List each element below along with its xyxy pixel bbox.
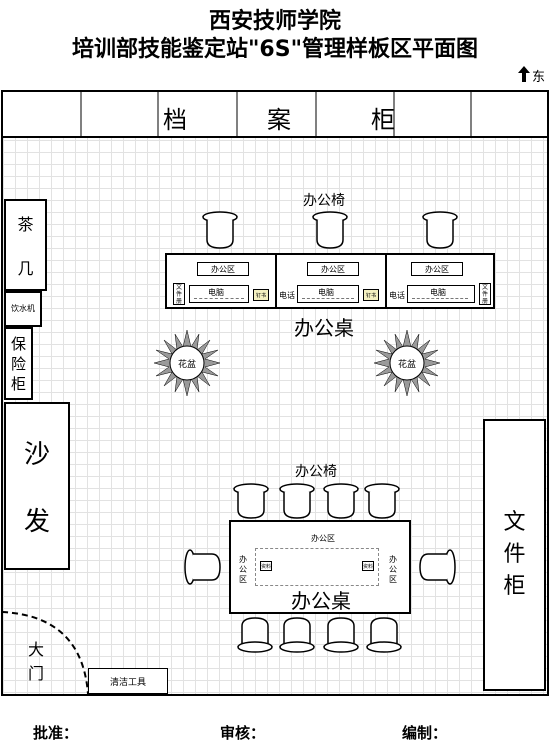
meeting-desk: 办公区 资料 资料 办公区 办公区 办公桌 bbox=[229, 520, 411, 614]
compass: 东 bbox=[516, 66, 550, 85]
flowerpot-right-label: 花盆 bbox=[397, 359, 416, 370]
desk-2-computer: 电脑 bbox=[297, 285, 359, 303]
archive-cabinet: 档 案 柜 bbox=[1, 90, 549, 138]
archive-char-3: 柜 bbox=[371, 106, 395, 134]
compass-east-label: 东 bbox=[532, 70, 546, 85]
meeting-chair-top-1 bbox=[233, 483, 269, 519]
meeting-chair-bottom-1 bbox=[237, 617, 273, 653]
meeting-chair-top-4 bbox=[364, 483, 400, 519]
cleaning-tools: 清洁工具 bbox=[88, 668, 168, 694]
meeting-zone-left: 办公区 bbox=[239, 555, 247, 584]
water-dispenser: 饮水机 bbox=[4, 291, 42, 327]
desk-2-zone: 办公区 bbox=[307, 262, 359, 276]
safe-char-3: 柜 bbox=[10, 374, 26, 393]
desk-3-zone: 办公区 bbox=[411, 262, 463, 276]
meeting-chair-bottom-4 bbox=[366, 617, 402, 653]
main-door[interactable]: 大 门 bbox=[26, 638, 46, 686]
meeting-chair-right bbox=[419, 549, 456, 585]
desk-3-phone: 电话 bbox=[389, 291, 405, 300]
meeting-chair-left bbox=[184, 549, 221, 585]
desk-1-computer: 电脑 bbox=[189, 285, 249, 303]
file-cabinet-char-1: 文 bbox=[503, 510, 526, 535]
footer-approve: 批准： bbox=[33, 724, 79, 742]
title-line-2: 培训部技能鉴定站"6S"管理样板区平面图 bbox=[71, 37, 479, 62]
tea-table-char-1: 茶 bbox=[17, 215, 34, 234]
office-chair-3 bbox=[422, 211, 458, 249]
desk-2-computer-label: 电脑 bbox=[318, 288, 334, 297]
desk-1-computer-label: 电脑 bbox=[208, 288, 224, 297]
desk-1-stapler: 钉书 bbox=[253, 289, 269, 301]
file-cabinet-char-3: 柜 bbox=[503, 574, 526, 599]
footer-compile: 编制： bbox=[402, 724, 448, 742]
floor-plan bbox=[1, 90, 549, 696]
meeting-chair-top-2 bbox=[279, 483, 315, 519]
desk-3-files: 文件册 bbox=[479, 283, 491, 305]
flowerpot-left-label: 花盆 bbox=[177, 359, 196, 370]
arrow-up-icon bbox=[518, 66, 530, 82]
keyboard-icon bbox=[412, 298, 468, 301]
meeting-item-left: 资料 bbox=[260, 561, 272, 571]
meeting-chair-top-3 bbox=[323, 483, 359, 519]
title-line-1: 西安技师学院 bbox=[208, 9, 341, 34]
meeting-chair-bottom-3 bbox=[323, 617, 359, 653]
safe: 保 险 柜 bbox=[4, 327, 33, 400]
meeting-desk-inner: 资料 资料 bbox=[255, 548, 379, 586]
sofa-char-1: 沙 bbox=[23, 440, 50, 470]
meeting-zone-right: 办公区 bbox=[389, 555, 397, 584]
desk-3-computer: 电脑 bbox=[407, 285, 475, 303]
archive-cabinet-dividers bbox=[80, 90, 472, 138]
door-swing bbox=[2, 611, 89, 695]
top-desk-label: 办公桌 bbox=[294, 316, 354, 340]
safe-char-1: 保 bbox=[10, 334, 26, 353]
desk-3-computer-label: 电脑 bbox=[430, 288, 446, 297]
desk-2-phone: 电话 bbox=[279, 291, 295, 300]
meeting-desk-label: 办公桌 bbox=[291, 588, 351, 613]
file-cabinet: 文 件 柜 bbox=[483, 419, 546, 691]
archive-char-2: 案 bbox=[267, 106, 291, 134]
footer-review: 审核： bbox=[220, 724, 266, 742]
sofa-char-2: 发 bbox=[23, 507, 50, 537]
top-desk-group: 办公区 文件册 电脑 钉书 办公区 电话 电脑 钉书 办公区 电话 电脑 文件册 bbox=[165, 253, 495, 309]
tea-table-char-2: 几 bbox=[17, 259, 34, 278]
flowerpot-left bbox=[154, 330, 220, 396]
keyboard-icon bbox=[302, 298, 354, 301]
flowerpot-right bbox=[374, 330, 440, 396]
archive-char-1: 档 bbox=[163, 106, 187, 134]
desk-divider bbox=[275, 255, 277, 307]
door-char-1: 大 bbox=[27, 640, 44, 659]
desk-1-zone: 办公区 bbox=[197, 262, 249, 276]
keyboard-icon bbox=[194, 298, 244, 301]
tea-table: 茶 几 bbox=[4, 199, 47, 291]
safe-char-2: 险 bbox=[10, 354, 26, 373]
office-chair-1 bbox=[202, 211, 238, 249]
desk-1-files: 文件册 bbox=[173, 283, 185, 305]
desk-divider bbox=[385, 255, 387, 307]
meeting-chair-label: 办公椅 bbox=[295, 464, 337, 480]
door-char-2: 门 bbox=[27, 664, 44, 683]
office-chair-2 bbox=[312, 211, 348, 249]
meeting-zone-top: 办公区 bbox=[311, 533, 335, 543]
sofa: 沙 发 bbox=[4, 402, 70, 570]
file-cabinet-char-2: 件 bbox=[503, 542, 526, 567]
meeting-chair-bottom-2 bbox=[279, 617, 315, 653]
top-chair-label: 办公椅 bbox=[303, 193, 345, 209]
meeting-item-right: 资料 bbox=[362, 561, 374, 571]
desk-2-stapler: 钉书 bbox=[363, 289, 379, 301]
